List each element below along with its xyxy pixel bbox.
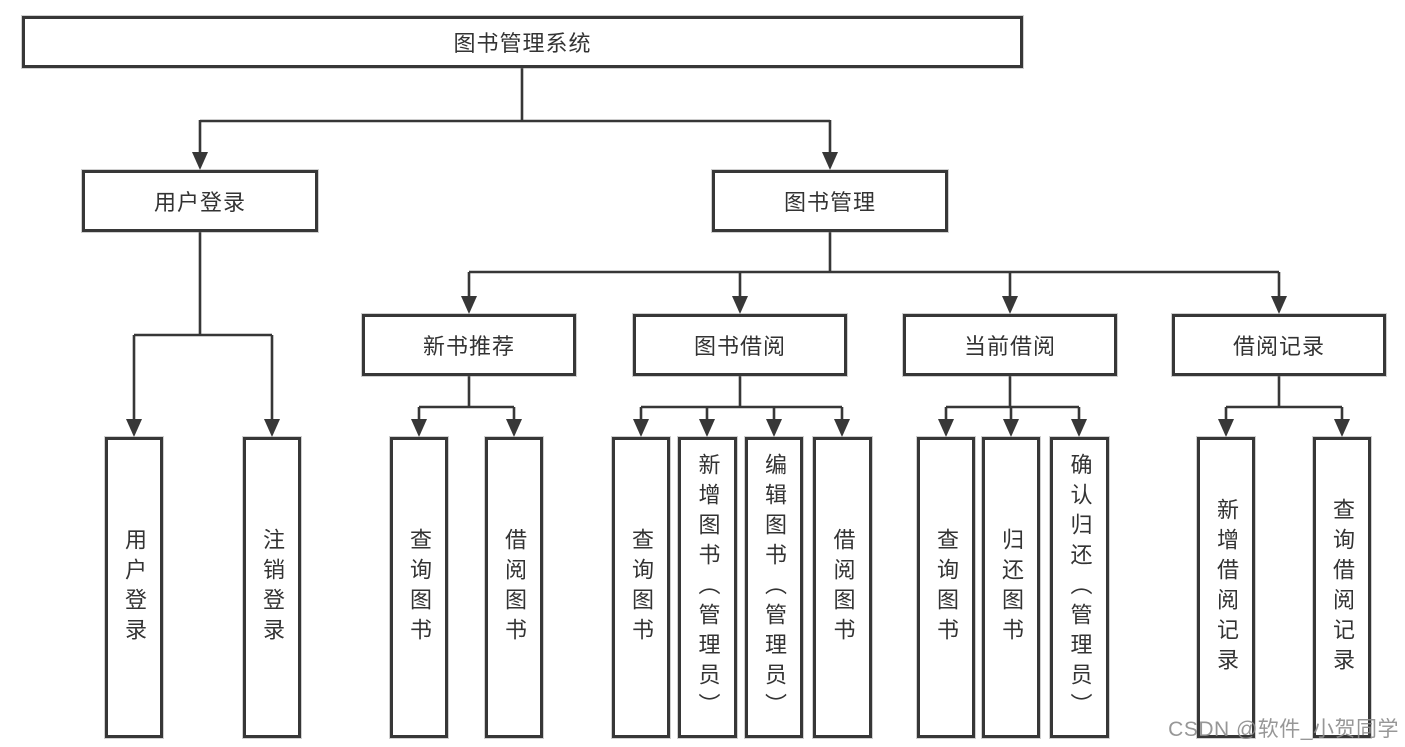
leaf-current-query-label: 查询图书 xyxy=(934,527,959,648)
leaf-new-books-query: 查询图书 xyxy=(390,437,448,738)
connector-path xyxy=(132,67,1344,422)
node-new-books-label: 新书推荐 xyxy=(422,334,515,359)
node-current-borrow-label: 当前借阅 xyxy=(963,334,1056,359)
leaf-user-login-label: 用户登录 xyxy=(122,527,147,648)
leaf-current-return: 归还图书 xyxy=(982,437,1040,738)
leaf-records-query-label: 查询借阅记录 xyxy=(1330,497,1355,678)
leaf-new-books-borrow-label: 借阅图书 xyxy=(502,527,527,648)
leaf-user-login: 用户登录 xyxy=(105,437,163,738)
leaf-new-books-borrow: 借阅图书 xyxy=(485,437,543,738)
node-book-mgmt-label: 图书管理 xyxy=(783,190,876,215)
leaf-borrow-query-label: 查询图书 xyxy=(629,527,654,648)
leaf-records-add: 新增借阅记录 xyxy=(1197,437,1255,738)
leaf-new-books-query-label: 查询图书 xyxy=(407,527,432,648)
leaf-current-confirm-admin-label: 确认归还（管理员） xyxy=(1067,452,1093,723)
node-borrow-records-label: 借阅记录 xyxy=(1232,334,1325,359)
arrowhead-icons xyxy=(126,152,1350,437)
node-current-borrow: 当前借阅 xyxy=(903,314,1117,376)
node-new-books: 新书推荐 xyxy=(362,314,576,376)
node-book-borrow-label: 图书借阅 xyxy=(693,334,786,359)
leaf-borrow-add-admin: 新增图书（管理员） xyxy=(678,437,737,738)
leaf-borrow-books-label: 借阅图书 xyxy=(830,527,856,648)
leaf-logout-label: 注销登录 xyxy=(260,527,285,648)
leaf-borrow-add-admin-label: 新增图书（管理员） xyxy=(695,452,721,723)
node-user-login: 用户登录 xyxy=(82,170,318,232)
leaf-records-query: 查询借阅记录 xyxy=(1313,437,1371,738)
leaf-borrow-query: 查询图书 xyxy=(612,437,670,738)
leaf-current-return-label: 归还图书 xyxy=(999,527,1024,648)
csdn-watermark: CSDN @软件_小贺同学 xyxy=(1168,718,1399,741)
leaf-current-confirm-admin: 确认归还（管理员） xyxy=(1050,437,1109,738)
node-root-label: 图书管理系统 xyxy=(453,31,592,56)
node-book-mgmt: 图书管理 xyxy=(712,170,948,232)
node-book-borrow: 图书借阅 xyxy=(633,314,847,376)
leaf-current-query: 查询图书 xyxy=(917,437,975,738)
leaf-borrow-edit-admin-label: 编辑图书（管理员） xyxy=(762,452,787,723)
leaf-logout: 注销登录 xyxy=(243,437,301,738)
leaf-borrow-edit-admin: 编辑图书（管理员） xyxy=(745,437,803,738)
node-borrow-records: 借阅记录 xyxy=(1172,314,1386,376)
node-root: 图书管理系统 xyxy=(22,16,1023,68)
leaf-records-add-label: 新增借阅记录 xyxy=(1214,497,1239,678)
leaf-borrow-books: 借阅图书 xyxy=(813,437,872,738)
node-user-login-label: 用户登录 xyxy=(153,190,246,215)
